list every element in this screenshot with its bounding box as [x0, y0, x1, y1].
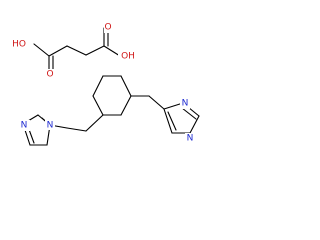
bond [92, 75, 104, 97]
bond [163, 102, 184, 110]
bond [120, 95, 132, 116]
bond [85, 45, 105, 56]
imidazole-left-n3: N [21, 121, 28, 131]
bond [92, 95, 104, 116]
imidazole-left-n1: N [47, 121, 54, 131]
bond [148, 95, 165, 110]
bond [66, 45, 87, 56]
hydroxyl-right: OH [121, 52, 135, 62]
hydroxyl-left: HO [12, 40, 26, 50]
imidazole-right-n3: N [187, 134, 194, 144]
bond [103, 45, 121, 57]
bond [189, 115, 200, 134]
chemical-structure: HO O O OH N N N N [11, 22, 200, 146]
bond [48, 45, 68, 57]
atom-labels: HO O O OH N N N N [11, 22, 195, 144]
imidazole-right-n1: N [182, 99, 189, 109]
bond [120, 75, 132, 97]
bond [181, 107, 197, 120]
oxygen-right: O [104, 23, 111, 33]
bond [167, 111, 177, 131]
bond [163, 108, 173, 134]
bond [33, 43, 50, 57]
oxygen-left: O [46, 70, 53, 80]
bond [85, 114, 104, 132]
bond [66, 127, 87, 132]
